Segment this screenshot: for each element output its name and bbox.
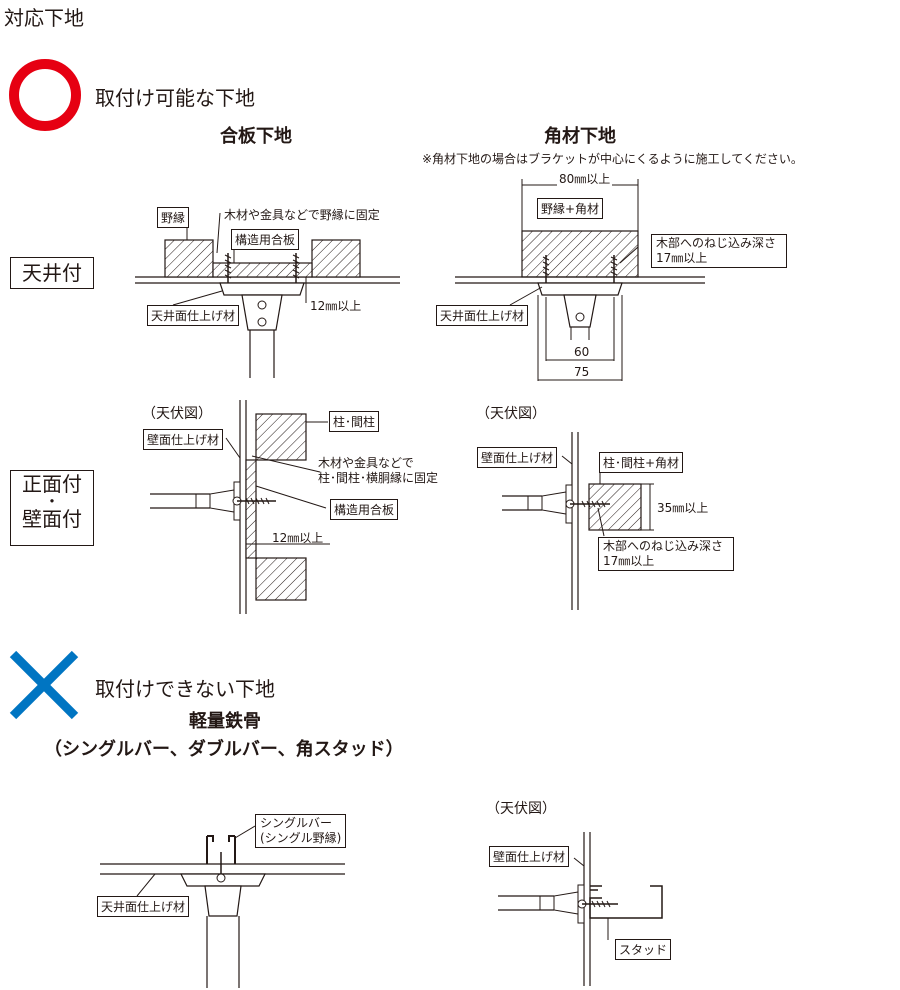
callout-pillar: 柱･間柱 — [329, 411, 380, 432]
plan-view-label-2: （天伏図） — [476, 406, 546, 422]
red-circle-icon — [9, 59, 81, 131]
ng-wall-diagram — [498, 832, 663, 986]
row-label-wall-line1: 正面付 — [22, 472, 82, 496]
row-label-wall-line2: 壁面付 — [22, 507, 82, 531]
square-note: ※角材下地の場合はブラケットが中心にくるように施工してください。 — [422, 152, 803, 166]
square-column-heading: 角材下地 — [544, 126, 616, 147]
single-bar-line2: (シングル野縁) — [260, 831, 342, 845]
page-title: 対応下地 — [4, 6, 84, 30]
callout-square-width: 80㎜以上 — [557, 170, 613, 187]
callout-wall-finish-square: 壁面仕上げ材 — [477, 447, 558, 468]
callout-nobuchi: 野縁 — [157, 207, 190, 228]
single-bar-line1: シングルバー — [260, 816, 333, 830]
wall-square-diagram — [502, 432, 654, 610]
callout-plywood: 構造用合板 — [231, 229, 300, 250]
dim-outer: 75 — [572, 365, 592, 379]
ng-section-label: 取付けできない下地 — [95, 677, 275, 701]
ok-section-label: 取付け可能な下地 — [95, 86, 255, 110]
callout-wall-plywood: 構造用合板 — [330, 499, 399, 520]
callout-nobuchi-square: 野縁+角材 — [537, 198, 604, 219]
callout-plywood-thickness: 12㎜以上 — [310, 299, 362, 313]
callout-fix-pillar: 木材や金具などで 柱･間柱･横胴縁に固定 — [318, 456, 438, 486]
callout-screw-depth: 木部へのねじ込み深さ 17㎜以上 — [651, 234, 787, 268]
callout-single-bar: シングルバー (シングル野縁) — [255, 814, 347, 848]
callout-stud: スタッド — [615, 939, 672, 960]
blue-cross-icon — [9, 650, 79, 720]
ceiling-plywood-diagram — [135, 212, 400, 378]
callout-fix-nobuchi: 木材や金具などで野縁に固定 — [224, 208, 380, 222]
row-label-wall-dot: ・ — [43, 492, 60, 511]
screw-depth-line1: 木部へのねじ込み深さ — [656, 236, 777, 250]
plywood-column-heading: 合板下地 — [220, 126, 292, 147]
plan-view-label-1: （天伏図） — [142, 406, 212, 422]
wall-screw-depth-line2: 17㎜以上 — [603, 554, 655, 568]
fix-pillar-line1: 木材や金具などで — [318, 456, 414, 470]
callout-wall-screw-depth: 木部へのねじ込み深さ 17㎜以上 — [598, 537, 734, 571]
ng-subtitle-line2: （シングルバー、ダブルバー、角スタッド） — [44, 739, 404, 760]
callout-wall-finish: 壁面仕上げ材 — [143, 429, 224, 450]
callout-ceiling-finish-square: 天井面仕上げ材 — [436, 305, 529, 326]
callout-ng-wall-finish: 壁面仕上げ材 — [489, 846, 570, 867]
row-label-ceiling-text: 天井付 — [22, 261, 82, 285]
plan-view-label-3: （天伏図） — [486, 801, 556, 817]
ng-subtitle-line1: 軽量鉄骨 — [189, 711, 261, 732]
callout-pillar-square: 柱･間柱+角材 — [599, 452, 684, 473]
callout-ceiling-finish: 天井面仕上げ材 — [147, 305, 240, 326]
ng-ceiling-diagram — [100, 825, 345, 988]
callout-wall-thickness: 12㎜以上 — [272, 531, 324, 545]
row-label-ceiling: 天井付 — [10, 257, 94, 289]
row-label-wall: 正面付 ・ 壁面付 — [10, 470, 94, 546]
wall-screw-depth-line1: 木部へのねじ込み深さ — [603, 539, 724, 553]
ceiling-square-diagram — [455, 179, 705, 381]
callout-ng-ceiling-finish: 天井面仕上げ材 — [97, 896, 190, 917]
screw-depth-line2: 17㎜以上 — [656, 251, 708, 265]
wall-plywood-diagram — [150, 400, 330, 614]
callout-square-size: 35㎜以上 — [657, 501, 709, 515]
fix-pillar-line2: 柱･間柱･横胴縁に固定 — [318, 471, 439, 485]
dim-inner: 60 — [572, 345, 592, 359]
